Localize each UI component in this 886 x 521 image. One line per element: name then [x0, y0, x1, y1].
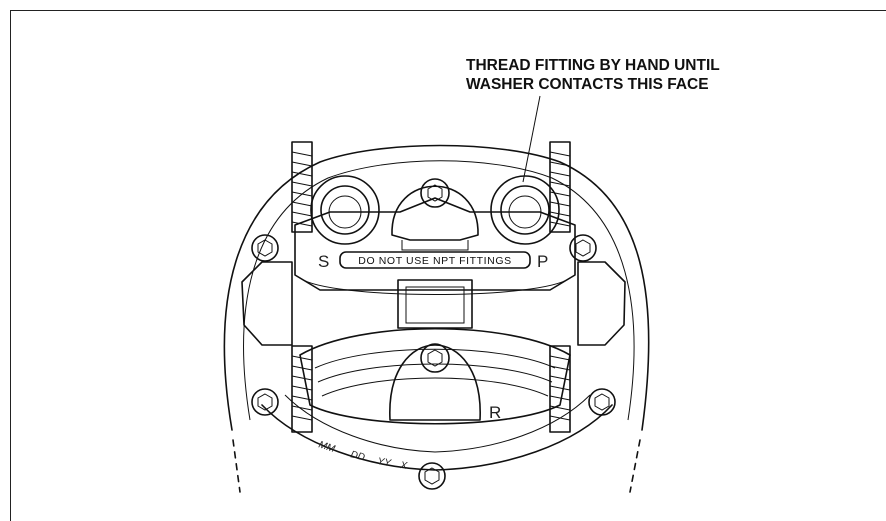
warning-label-box [339, 251, 531, 269]
manifold-block [294, 197, 576, 291]
port-p-inner [500, 185, 550, 235]
stud-top-right [549, 141, 571, 233]
housing-outline [223, 144, 650, 431]
date-code-mm: MM [317, 439, 337, 455]
lower-hex-bolt [420, 343, 450, 373]
left-window [241, 261, 293, 346]
warning-label-text: DO NOT USE NPT FITTINGS [358, 255, 511, 267]
hex-nut-upper-right [569, 234, 597, 262]
manifold-lower-face [299, 277, 571, 295]
port-p-outer [490, 175, 560, 245]
lower-boss [389, 344, 481, 421]
port-p-label: P [537, 252, 548, 271]
housing-dashed-left [232, 439, 241, 493]
hex-nut-upper-left [251, 234, 279, 262]
callout-leader-line [522, 95, 541, 183]
upper-boss-neck [401, 240, 469, 251]
date-code-x: X [399, 460, 408, 472]
housing-dashed-right [629, 439, 641, 493]
callout-line-2: WASHER CONTACTS THIS FACE [466, 76, 709, 93]
lower-sector-line-3 [321, 377, 549, 397]
hex-nut-lower-left [251, 388, 279, 416]
date-code-dd: DD [349, 449, 366, 463]
stud-top-left [291, 141, 313, 233]
housing-inner-rim [243, 160, 635, 421]
diagram-frame [10, 10, 886, 521]
right-window [577, 261, 626, 346]
hex-nut-lower-right [588, 388, 616, 416]
center-window-inner [405, 286, 465, 324]
base-ring-inner [284, 394, 591, 453]
upper-hex-bolt [420, 178, 450, 208]
callout-line-1: THREAD FITTING BY HAND UNTIL [466, 57, 720, 74]
base-ring [261, 404, 613, 471]
lower-hex-socket-icon [427, 349, 443, 367]
lower-sector-line-1 [314, 348, 556, 369]
port-s-inner [320, 185, 370, 235]
port-s-label: S [318, 252, 329, 271]
lower-sector [299, 328, 571, 425]
upper-hex-socket-icon [427, 184, 443, 202]
port-r-label: R [489, 403, 501, 422]
stud-bottom-right [549, 345, 571, 433]
upper-boss [391, 185, 479, 241]
port-s-bore [328, 195, 362, 229]
hex-nut-bottom [418, 462, 446, 490]
lower-sector-line-2 [317, 363, 553, 383]
stud-bottom-left [291, 345, 313, 433]
port-s-outer [310, 175, 380, 245]
port-p-bore [508, 195, 542, 229]
date-code-yy: YY [376, 456, 392, 469]
